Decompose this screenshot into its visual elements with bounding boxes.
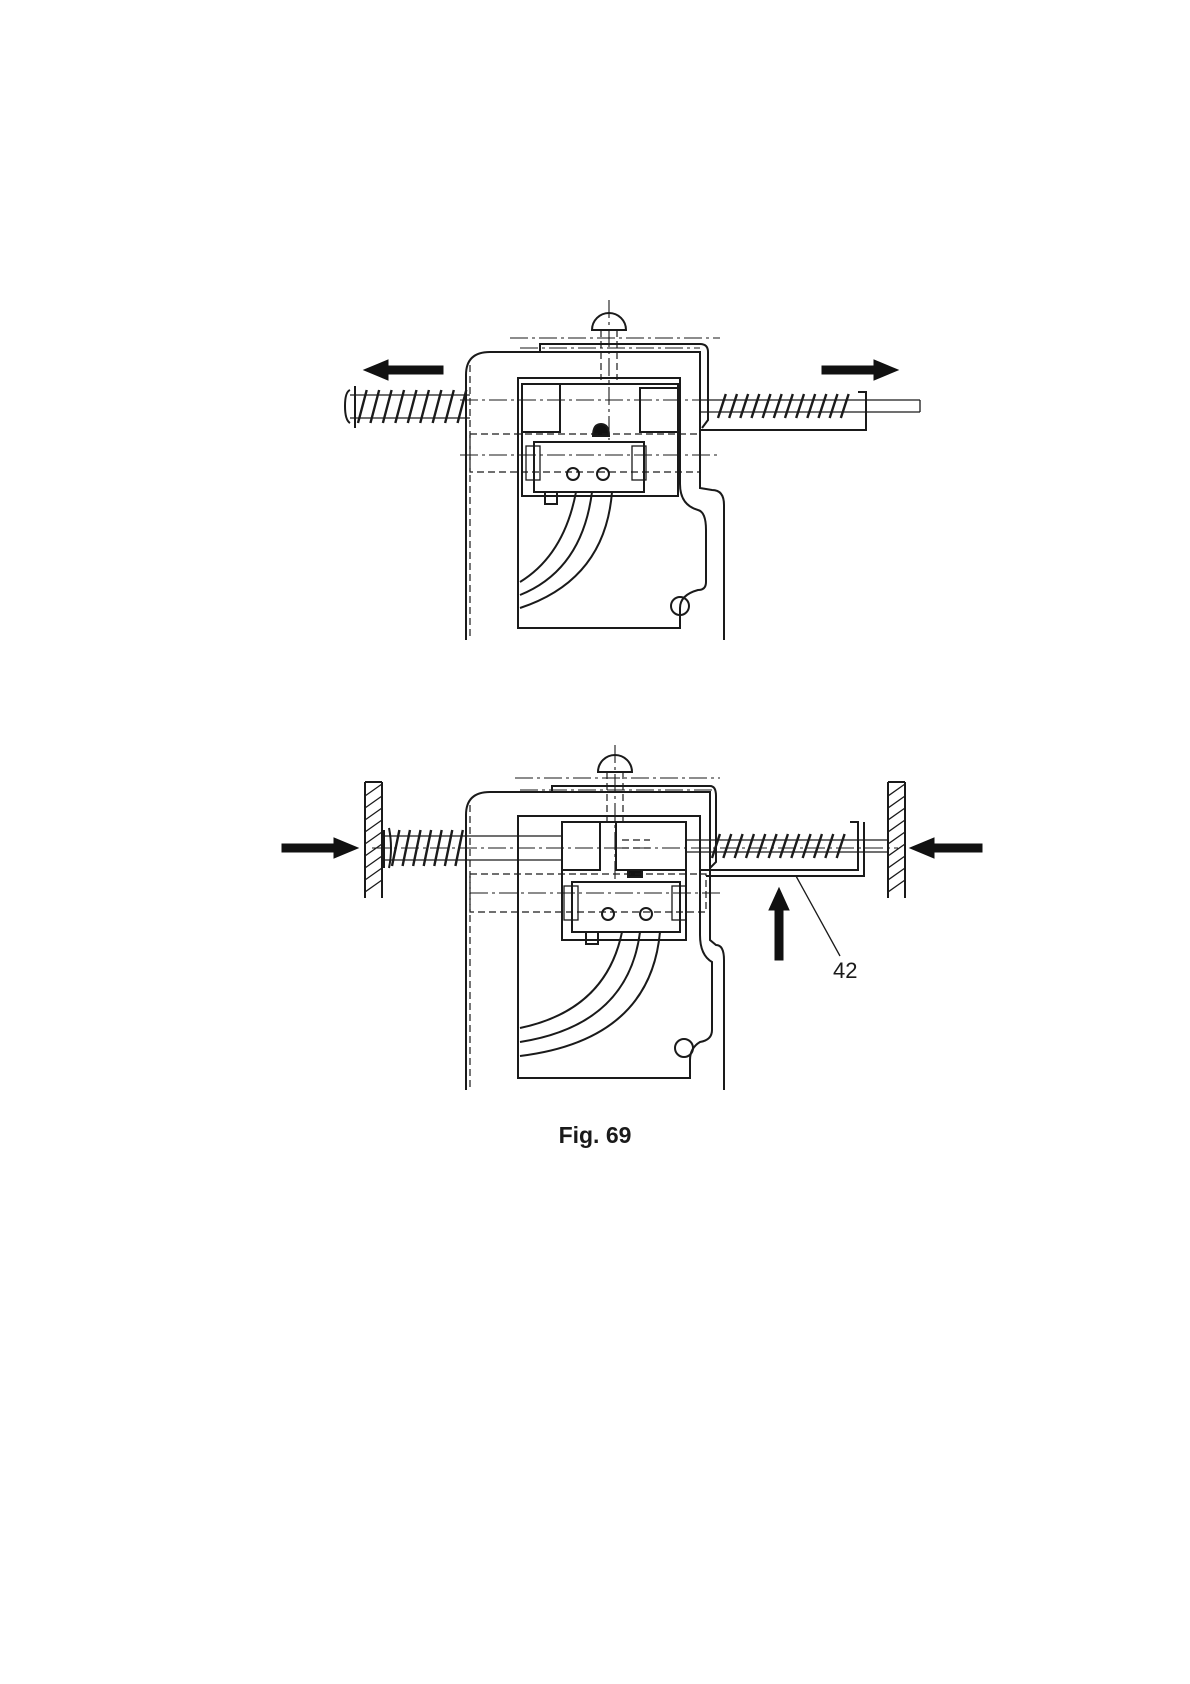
wall-hatch (365, 880, 382, 892)
wall-hatch (365, 868, 382, 880)
wall-hatch (365, 796, 382, 808)
switch-released-view (345, 300, 920, 640)
right-wall (888, 782, 905, 898)
terminal (545, 492, 557, 504)
wall-hatch (365, 784, 382, 796)
actuator-stem (592, 300, 626, 440)
spring-coil (774, 394, 782, 418)
wall-hatch (888, 796, 905, 808)
spring-coil (791, 834, 799, 858)
arrow-inward-right (910, 838, 982, 858)
wall-hatch (888, 880, 905, 892)
spring-coil (841, 394, 849, 418)
left-wall (365, 782, 382, 898)
spring-coil (746, 834, 754, 858)
spring-coil (752, 394, 760, 418)
spring-coil (819, 394, 827, 418)
spring-coil (837, 834, 845, 858)
wall-hatch (888, 784, 905, 796)
leader-line-42 (796, 876, 840, 956)
cable-bundle (518, 492, 612, 608)
top-bracket (540, 344, 708, 428)
wall-hatch (888, 808, 905, 820)
spring-coil (803, 834, 811, 858)
arrow-outward-left (364, 360, 443, 380)
part-number-label: 42 (833, 958, 857, 984)
spring-coil (769, 834, 777, 858)
spring-coil (757, 834, 765, 858)
spring-coil (785, 394, 793, 418)
spring-coil (830, 394, 838, 418)
right-spring (700, 392, 920, 430)
microswitch (534, 442, 644, 492)
spring-coil (780, 834, 788, 858)
wall-hatch (888, 856, 905, 868)
arrow-inward-left (282, 838, 358, 858)
figure-caption: Fig. 69 (0, 1122, 1190, 1149)
wall-hatch (365, 844, 382, 856)
spring-coil (729, 394, 737, 418)
wall-hatch (888, 844, 905, 856)
wall-hatch (888, 832, 905, 844)
arrow-upward (769, 888, 789, 960)
switch-actuated-view (282, 745, 982, 1090)
arrow-outward-right (822, 360, 898, 380)
spring-coil (763, 394, 771, 418)
spring-coil (796, 394, 804, 418)
slider-block-right (640, 388, 678, 432)
spring-coil (723, 834, 731, 858)
spring-coil (807, 394, 815, 418)
wall-hatch (365, 856, 382, 868)
spring-coil (825, 834, 833, 858)
spring-coil (735, 834, 743, 858)
wall-hatch (888, 868, 905, 880)
wall-hatch (365, 832, 382, 844)
spring-coil (814, 834, 822, 858)
slider-block-left (522, 384, 560, 432)
left-spring (345, 386, 470, 428)
wall-hatch (365, 808, 382, 820)
wall-hatch (888, 820, 905, 832)
spring-coil (718, 394, 726, 418)
wall-hatch (365, 820, 382, 832)
spring-coil (740, 394, 748, 418)
